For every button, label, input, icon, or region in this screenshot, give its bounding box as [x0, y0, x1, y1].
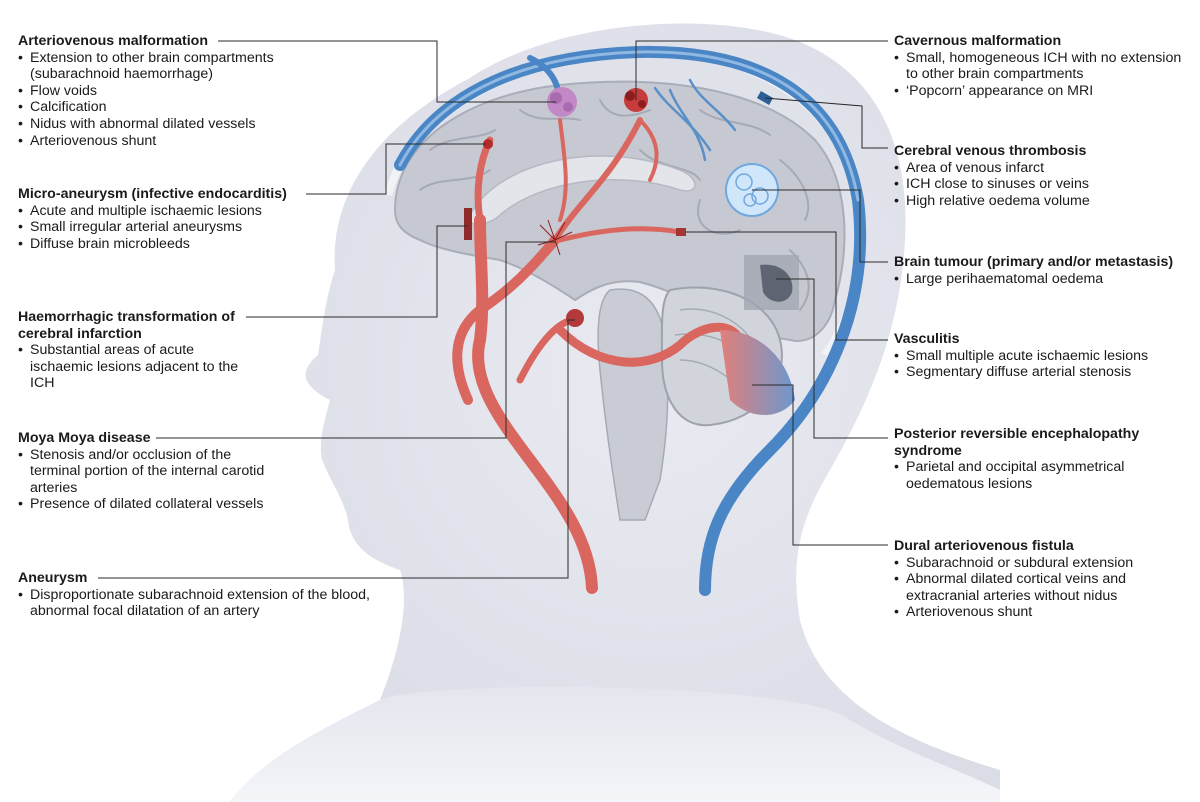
bullet: Abnormal dilated cortical veins and extr… [894, 571, 1164, 604]
bullet: Small, homogeneous ICH with no extension… [894, 50, 1184, 83]
label-bullets: Small, homogeneous ICH with no extension… [894, 50, 1184, 100]
label-title: Micro-aneurysm (infective endocarditis) [18, 186, 287, 202]
bullet: Substantial areas of acute ischaemic les… [18, 342, 258, 392]
bullet: Small multiple acute ischaemic lesions [894, 348, 1184, 365]
label-aneurysm: Aneurysm Disproportionate subarachnoid e… [18, 570, 378, 620]
bullet: High relative oedema volume [894, 193, 1184, 210]
label-moya-moya: Moya Moya disease Stenosis and/or occlus… [18, 430, 268, 513]
bullet: Diffuse brain microbleeds [18, 236, 318, 253]
label-bullets: Subarachnoid or subdural extension Abnor… [894, 555, 1164, 621]
vasculitis-segment [676, 228, 686, 236]
label-title: Cerebral venous thrombosis [894, 143, 1087, 159]
bullet: Arteriovenous shunt [894, 604, 1164, 621]
label-title: Posterior reversible encephalopathy synd… [894, 426, 1140, 459]
haemorrhagic-transformation [464, 208, 472, 240]
bullet: Subarachnoid or subdural extension [894, 555, 1164, 572]
bullet: Large perihaematomal oedema [894, 271, 1194, 288]
bullet: Parietal and occipital asymmetrical oede… [894, 459, 1164, 492]
label-title: Brain tumour (primary and/or metastasis) [894, 254, 1174, 270]
sinus-highlight [398, 50, 860, 202]
bullet: Flow voids [18, 83, 318, 100]
saccular-aneurysm [566, 309, 584, 327]
label-dural-av-fistula: Dural arteriovenous fistula Subarachnoid… [894, 538, 1164, 621]
arteries [452, 117, 745, 594]
bullet: Calcification [18, 99, 318, 116]
bullet: Disproportionate subarachnoid extension … [18, 587, 378, 620]
label-title: Aneurysm [18, 570, 88, 586]
label-micro-aneurysm: Micro-aneurysm (infective endocarditis) … [18, 186, 318, 252]
label-bullets: Extension to other brain compartments (s… [18, 50, 318, 150]
bullet: Arteriovenous shunt [18, 133, 318, 150]
label-title: Haemorrhagic transformation of cerebral … [18, 309, 235, 342]
bullet: Extension to other brain compartments (s… [18, 50, 318, 83]
label-arteriovenous-malformation: Arteriovenous malformation Extension to … [18, 33, 318, 149]
label-bullets: Area of venous infarct ICH close to sinu… [894, 160, 1184, 210]
cortical-veins [653, 78, 737, 162]
moya-moya-collaterals [537, 219, 573, 256]
neck-shade [230, 686, 1000, 802]
leader-lines [98, 40, 888, 579]
bullet: Area of venous infarct [894, 160, 1184, 177]
label-pres: Posterior reversible encephalopathy synd… [894, 426, 1164, 492]
avm-nidus [547, 87, 577, 117]
micro-aneurysm [483, 139, 493, 149]
label-title: Arteriovenous malformation [18, 33, 208, 49]
av-junction [720, 330, 795, 415]
label-vasculitis: Vasculitis Small multiple acute ischaemi… [894, 331, 1184, 381]
brainstem [597, 288, 669, 521]
bullet: Segmentary diffuse arterial stenosis [894, 364, 1184, 381]
label-title: Dural arteriovenous fistula [894, 538, 1074, 554]
label-brain-tumour: Brain tumour (primary and/or metastasis)… [894, 254, 1194, 287]
label-cavernous-malformation: Cavernous malformation Small, homogeneou… [894, 33, 1184, 99]
label-haemorrhagic-transformation: Haemorrhagic transformation of cerebral … [18, 309, 258, 392]
label-bullets: Parietal and occipital asymmetrical oede… [894, 459, 1164, 492]
bullet: Acute and multiple ischaemic lesions [18, 203, 318, 220]
bullet: Presence of dilated collateral vessels [18, 496, 268, 513]
label-bullets: Acute and multiple ischaemic lesions Sma… [18, 203, 318, 253]
label-title: Cavernous malformation [894, 33, 1062, 49]
bullet: Stenosis and/or occlusion of the termina… [18, 447, 268, 497]
label-title: Moya Moya disease [18, 430, 151, 446]
bullet: ‘Popcorn’ appearance on MRI [894, 83, 1184, 100]
bullet: Nidus with abnormal dilated vessels [18, 116, 318, 133]
label-bullets: Substantial areas of acute ischaemic les… [18, 342, 258, 392]
bullet: Small irregular arterial aneurysms [18, 219, 318, 236]
pres-lesion [744, 255, 799, 310]
label-title: Vasculitis [894, 331, 960, 347]
bullet: ICH close to sinuses or veins [894, 176, 1184, 193]
label-cerebral-venous-thrombosis: Cerebral venous thrombosis Area of venou… [894, 143, 1184, 209]
corpus-callosum [468, 155, 696, 226]
label-bullets: Disproportionate subarachnoid extension … [18, 587, 378, 620]
label-bullets: Large perihaematomal oedema [894, 271, 1194, 288]
label-bullets: Small multiple acute ischaemic lesions S… [894, 348, 1184, 381]
label-bullets: Stenosis and/or occlusion of the termina… [18, 447, 268, 513]
